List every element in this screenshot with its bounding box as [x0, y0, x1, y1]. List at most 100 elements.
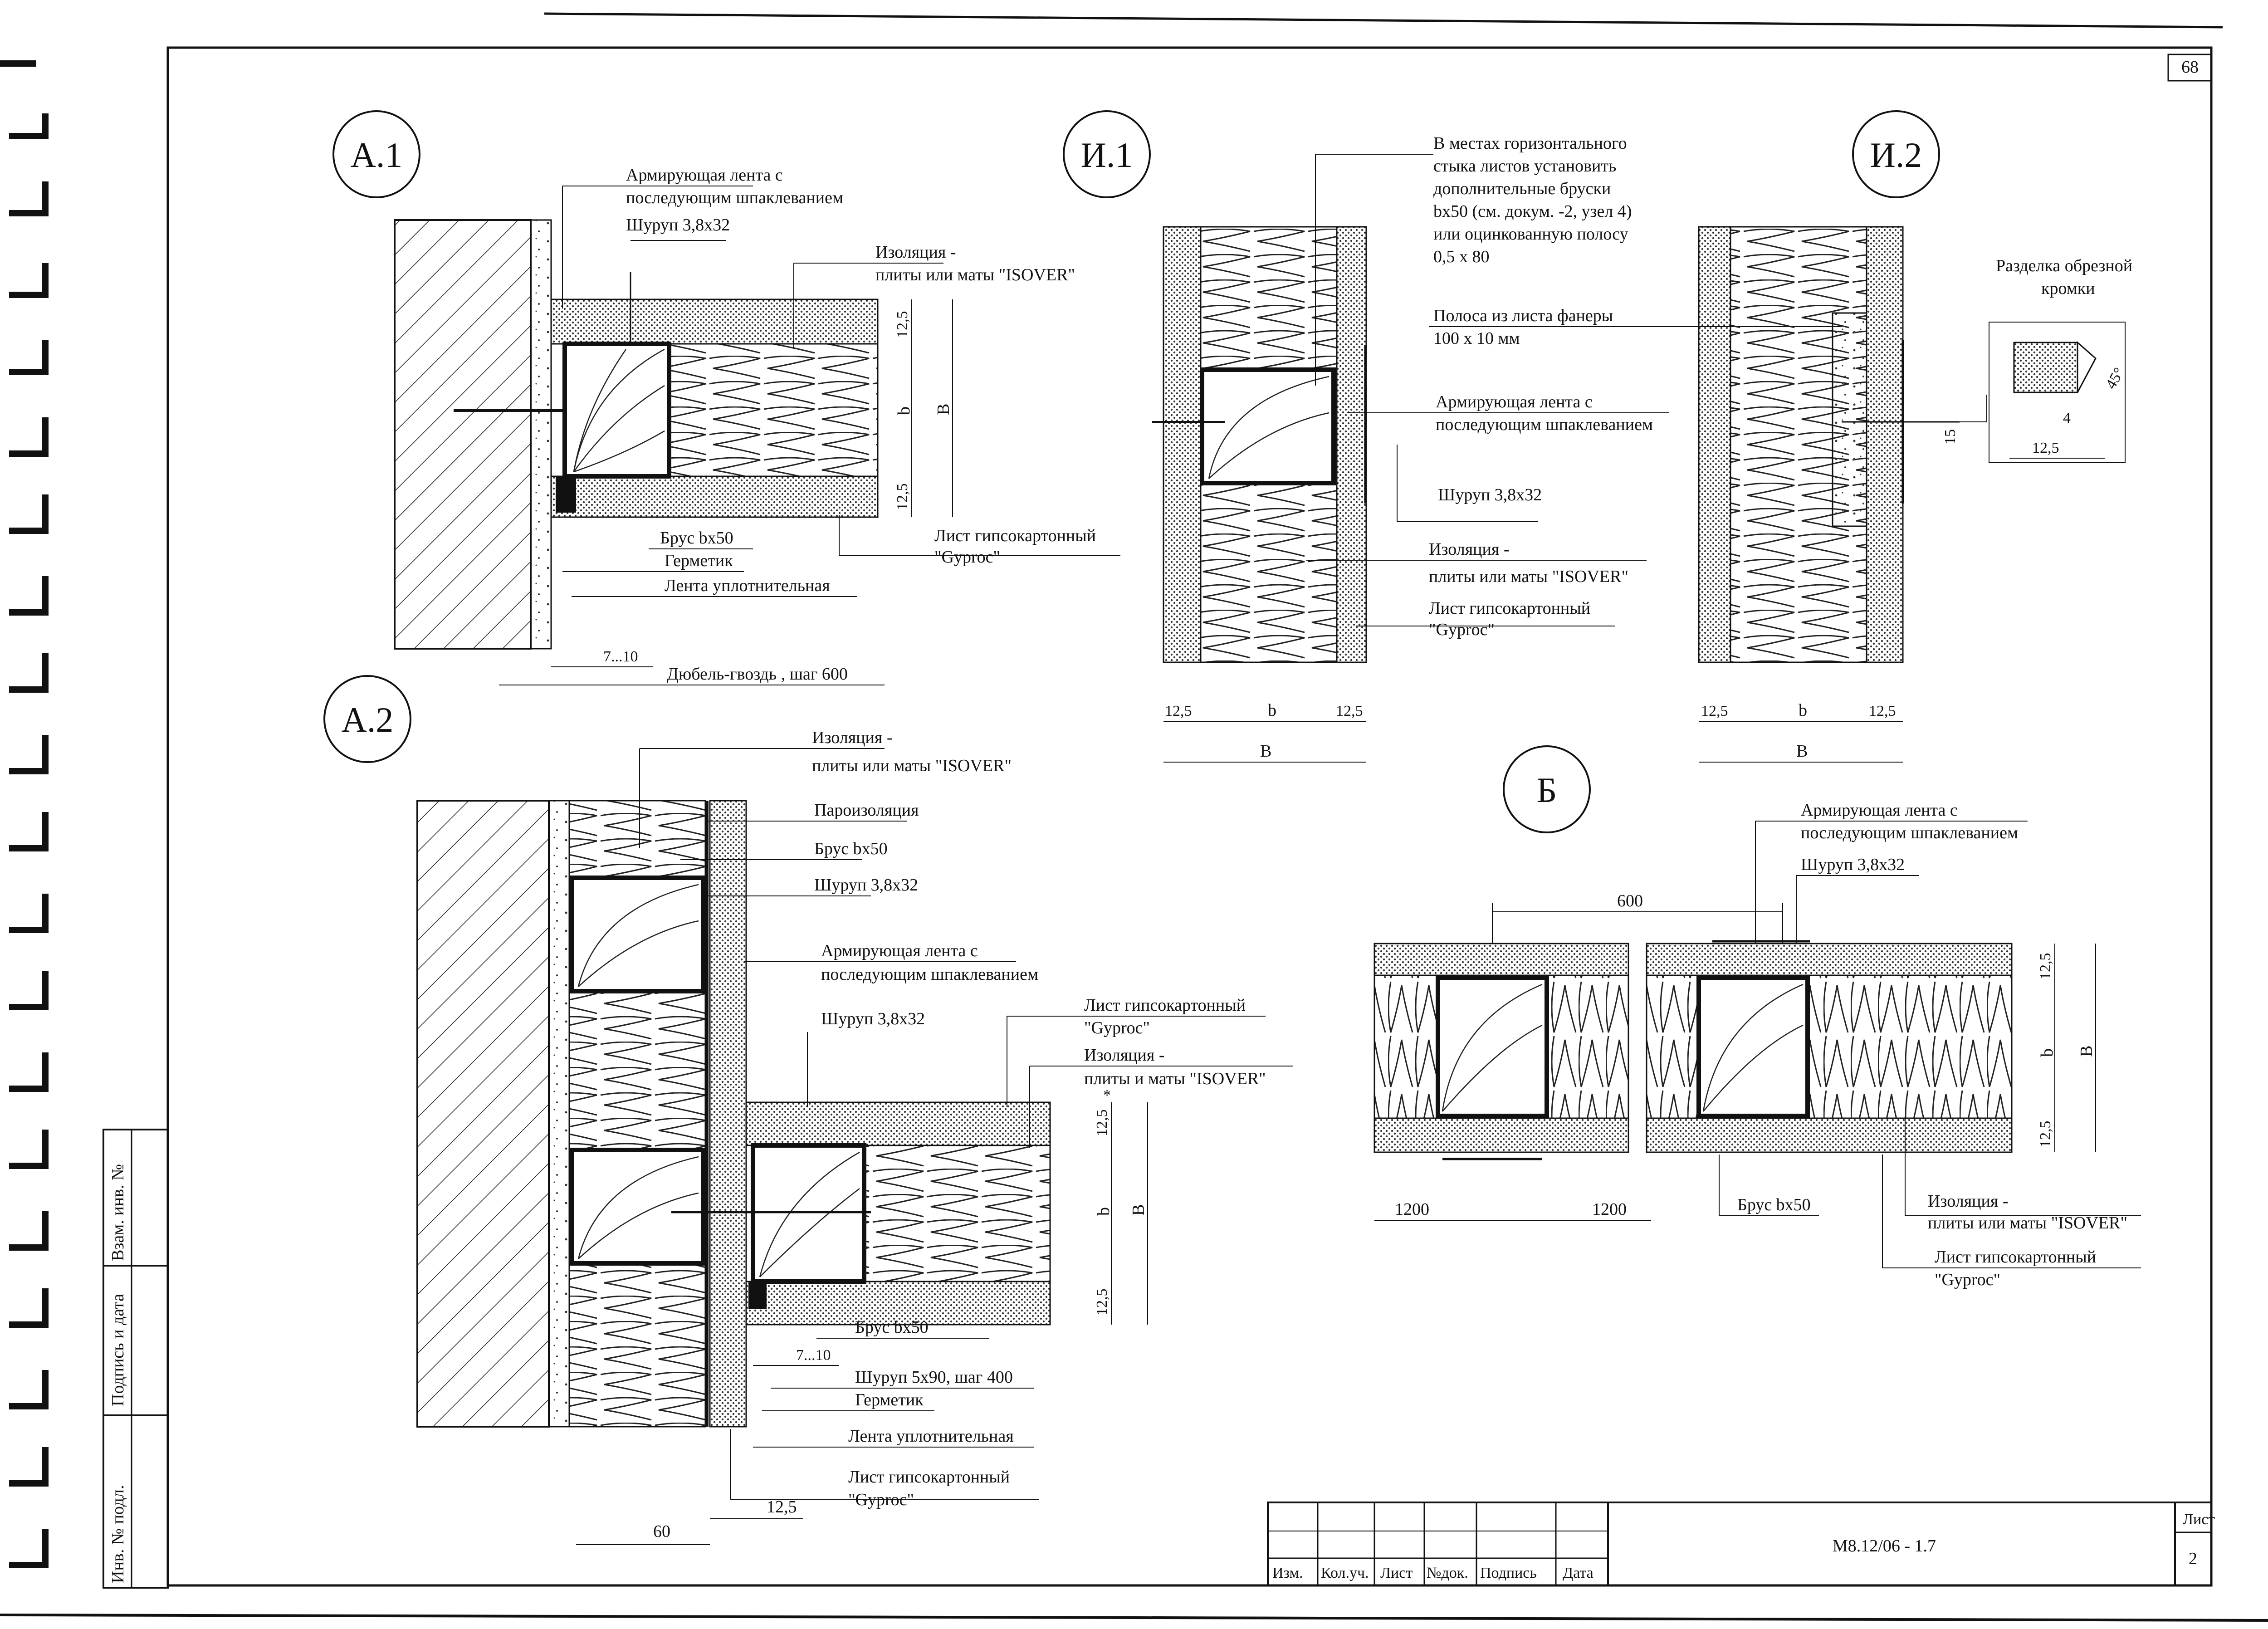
- a2-label-insul2-1: Изоляция -: [1084, 1046, 1164, 1065]
- i1-insul-1: Изоляция -: [1429, 540, 1509, 559]
- detail-a2: А.2 Изоляция - плиты или маты "ISOVER" П…: [323, 675, 1293, 1545]
- i2-dim-4: 4: [2063, 410, 2071, 426]
- a1-label-sealant: Герметик: [665, 551, 733, 570]
- a2-label-screw-mid: Шуруп 3,8х32: [821, 1009, 925, 1028]
- a2-dim-60: 60: [653, 1522, 670, 1541]
- i2-edge-2: кромки: [2041, 279, 2095, 298]
- a2-label-insul-1: Изоляция -: [812, 728, 892, 747]
- binding-marks: [0, 60, 49, 1568]
- a1-label-gyp-2: "Gyproc": [934, 548, 1000, 567]
- i2-dim-mid: b: [1799, 701, 1807, 720]
- i1-tape-2: последующим шпаклеванием: [1436, 415, 1653, 434]
- tb-col-sheet: Лист: [1380, 1565, 1413, 1581]
- i1-gyp-2: "Gyproc": [1429, 620, 1495, 639]
- a1-label-insul-1: Изоляция -: [875, 243, 956, 262]
- a1-label-seal-tape: Лента уплотнительная: [665, 576, 830, 595]
- i1-plywood-1: Полоса из листа фанеры: [1433, 306, 1613, 325]
- a2-label-gyp-1: Лист гипсокартонный: [1084, 996, 1246, 1015]
- a1-dim-total: В: [934, 404, 953, 415]
- a2-label-insul-2: плиты или маты "ISOVER": [812, 756, 1012, 775]
- tb-col-date: Дата: [1563, 1565, 1593, 1581]
- b-dim-span: 600: [1617, 891, 1643, 910]
- detail-b-title: Б: [1537, 770, 1557, 810]
- tb-col-signature: Подпись: [1480, 1565, 1537, 1581]
- i2-edge-1: Разделка обрезной: [1996, 256, 2132, 275]
- i1-note-1: В местах горизонтального: [1433, 134, 1627, 153]
- b-dim-mid: b: [2038, 1048, 2057, 1057]
- i2-dim-right: 12,5: [1869, 703, 1896, 719]
- side-stamp: Взам. инв. № Подпись и дата Инв. № подл.: [103, 1129, 169, 1589]
- b-dim-left: 1200: [1395, 1200, 1429, 1219]
- a2-label-tape-2: последующим шпаклеванием: [821, 965, 1038, 984]
- a2-label-tape-1: Армирующая лента с: [821, 941, 978, 960]
- page-number: 68: [2181, 58, 2199, 77]
- i2-dim-left: 12,5: [1701, 703, 1728, 719]
- stamp-signature-date: Подпись и дата: [108, 1294, 127, 1406]
- b-dim-total: В: [2077, 1046, 2096, 1057]
- a1-dim-gap: 7...10: [603, 648, 638, 665]
- detail-b: Б 600 Армирующая лента с последующим шпа…: [1374, 745, 2141, 1289]
- i1-screw: Шуруп 3,8х32: [1438, 485, 1542, 504]
- a2-dim-bot: 12,5: [1094, 1289, 1110, 1316]
- b-dim-right: 1200: [1592, 1200, 1627, 1219]
- i2-dim-15: 15: [1942, 429, 1959, 445]
- a2-label-seal-tape: Лента уплотнительная: [848, 1427, 1014, 1446]
- i1-note-2: стыка листов установить: [1433, 157, 1616, 176]
- title-block: Изм. Кол.уч. Лист №док. Подпись Дата М8.…: [1267, 1502, 2215, 1586]
- a1-label-gyp-1: Лист гипсокартонный: [934, 526, 1096, 545]
- a2-label-vapor: Пароизоляция: [814, 801, 919, 820]
- a2-dim-mid: b: [1094, 1207, 1113, 1216]
- i1-tape-1: Армирующая лента с: [1436, 392, 1593, 411]
- i1-note-6: 0,5 х 80: [1433, 247, 1490, 266]
- detail-a1: А.1 Армирующая лента с последующим шпакл…: [332, 110, 1120, 685]
- i1-note-4: bх50 (см. докум. -2, узел 4): [1433, 202, 1632, 221]
- a2-label-gyp2-1: Лист гипсокартонный: [848, 1468, 1010, 1487]
- a2-label-screw-long: Шуруп 5х90, шаг 400: [855, 1368, 1013, 1387]
- a2-label-bar-top: Брус bх50: [814, 839, 888, 858]
- tb-sheet-number: 2: [2189, 1549, 2197, 1568]
- i2-dim-125: 12,5: [2032, 440, 2059, 456]
- a1-label-tape-1: Армирующая лента с: [626, 166, 783, 185]
- tb-col-change: Изм.: [1272, 1565, 1303, 1581]
- i2-dim-angle: 45°: [2102, 365, 2128, 392]
- tb-sheet-label: Лист: [2183, 1511, 2215, 1528]
- a2-dim-top: 12,5: [1094, 1110, 1110, 1137]
- a1-label-insul-2: плиты или маты "ISOVER": [875, 265, 1075, 284]
- a2-dim-star: *: [1103, 1087, 1111, 1104]
- detail-i2-title: И.2: [1870, 135, 1922, 175]
- i2-dim-total: В: [1796, 742, 1808, 761]
- b-gyp-1: Лист гипсокартонный: [1935, 1247, 2096, 1267]
- detail-a2-title: А.2: [342, 700, 394, 739]
- a2-dim-gap: 7...10: [796, 1347, 831, 1364]
- b-dim-top: 12,5: [2037, 953, 2054, 980]
- i1-dim-left: 12,5: [1165, 703, 1192, 719]
- sheet-frame: [166, 46, 2213, 1587]
- a2-label-bar-bot: Брус bх50: [855, 1318, 929, 1337]
- i1-dim-mid: b: [1268, 701, 1276, 720]
- a1-label-screw: Шуруп 3,8х32: [626, 215, 730, 235]
- a2-dim-total: В: [1129, 1204, 1148, 1216]
- detail-i1-title: И.1: [1081, 135, 1133, 175]
- detail-i1: И.1 В местах горизонтального стыка листо…: [1063, 110, 1842, 763]
- b-tape-1: Армирующая лента с: [1801, 801, 1958, 820]
- i1-gyp-1: Лист гипсокартонный: [1429, 599, 1590, 618]
- b-insul-1: Изоляция -: [1928, 1192, 2008, 1211]
- a2-label-screw-top: Шуруп 3,8х32: [814, 876, 918, 895]
- tb-doc-code: М8.12/06 - 1.7: [1833, 1536, 1936, 1556]
- a2-label-sealant: Герметик: [855, 1390, 924, 1409]
- stamp-original-inv: Инв. № подл.: [108, 1485, 127, 1583]
- stamp-replace-inv: Взам. инв. №: [108, 1164, 127, 1261]
- b-gyp-2: "Gyproc": [1935, 1270, 2000, 1289]
- a1-dim-bot: 12,5: [894, 484, 911, 511]
- i1-note-5: или оцинкованную полосу: [1433, 225, 1628, 244]
- tb-col-count: Кол.уч.: [1321, 1565, 1369, 1581]
- detail-i2: И.2 15 45° 4 12,5 Разделка обрезной кром…: [1698, 110, 2132, 763]
- a1-label-dowel: Дюбель-гвоздь , шаг 600: [667, 665, 848, 684]
- i1-dim-total: В: [1260, 742, 1271, 761]
- a2-dim-125: 12,5: [767, 1497, 797, 1516]
- b-tape-2: последующим шпаклеванием: [1801, 823, 2018, 842]
- i1-note-3: дополнительные бруски: [1433, 179, 1611, 198]
- a1-label-bar: Брус bх50: [660, 528, 733, 548]
- b-dim-bot: 12,5: [2037, 1121, 2054, 1148]
